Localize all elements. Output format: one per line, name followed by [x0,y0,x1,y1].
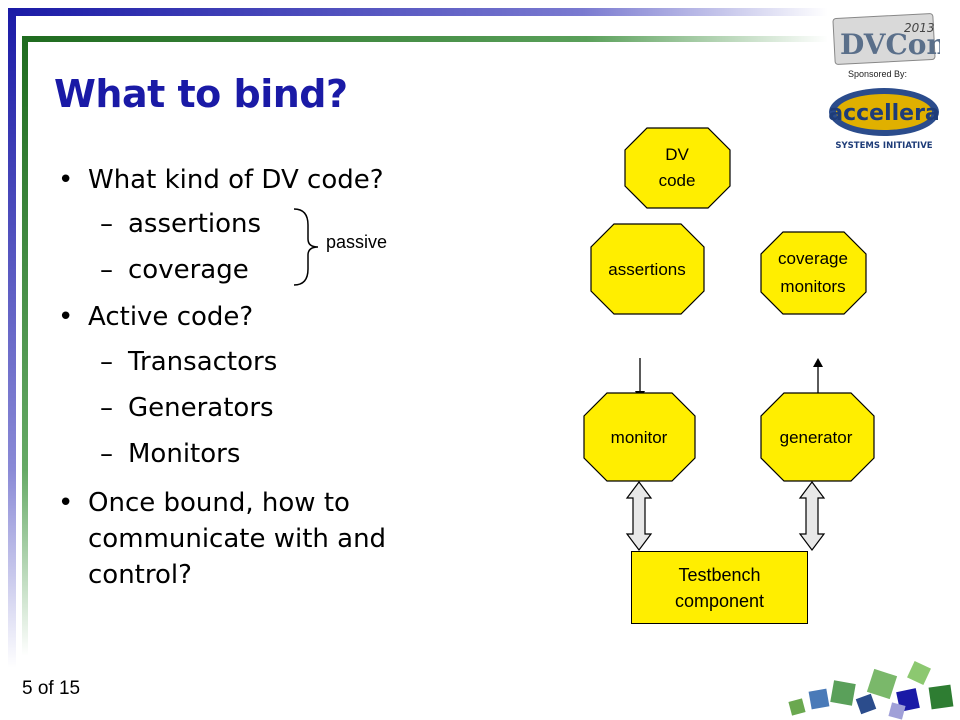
sub-bullet-monitors: – Monitors [100,438,241,470]
monitor-node [583,392,696,482]
sub-dash: – [100,347,113,377]
bullet-text-line3: control? [88,560,192,590]
bullet-active-code: • Active code? [58,301,254,333]
coverage-label-line2: monitors [780,277,845,296]
frame-left-green [22,36,28,656]
sub-bullet-assertions: – assertions [100,208,262,240]
testbench-label-line1: Testbench [678,565,761,585]
dv-code-label-line1: DV [665,145,689,164]
passive-label: passive [326,232,388,252]
accellera-tagline: SYSTEMS INITIATIVE [835,141,932,151]
coverage-label-line1: coverage [778,249,848,268]
monitor-testbench-double-arrow [625,481,653,551]
generator-label: generator [780,428,853,447]
decorative-squares [788,661,954,720]
dvcon-logo-text: DVCon [840,28,940,61]
bullet-communicate: • Once bound, how to communicate with an… [58,485,387,593]
frame-left-blue [8,8,16,668]
page-number: 5 of 15 [22,678,81,699]
sub-text: coverage [128,255,249,285]
dvcon-logo-graphic: DVCon 2013 [832,13,947,65]
generator-node [760,392,875,482]
accellera-logo: accellera SYSTEMS INITIATIVE [826,84,944,154]
bullet-dot: • [58,488,74,518]
sub-dash: – [100,439,113,469]
sub-dash: – [100,393,113,423]
frame-top-blue [8,8,828,16]
dvcon-year-text: 2013 [904,21,935,35]
bullet-text: What kind of DV code? [88,165,384,195]
sponsored-by-label: Sponsored By: [848,69,908,79]
sub-text: assertions [128,209,262,239]
slide-title: What to bind? [54,72,348,116]
dvcon-logo: DVCon 2013 [830,8,947,66]
accellera-logo-text: accellera [828,101,940,126]
bullet-text: Active code? [88,302,254,332]
sub-bullet-coverage: – coverage [100,254,249,286]
sub-text: Generators [128,393,274,423]
dv-code-label-line2: code [659,171,696,190]
sub-bullet-transactors: – Transactors [100,346,278,378]
frame-top-green [22,36,828,42]
accellera-logo-graphic: accellera SYSTEMS INITIATIVE [828,88,940,151]
sub-text: Transactors [128,347,278,377]
bullet-text-line2: communicate with and [88,524,387,554]
dv-code-node [624,127,731,209]
assertions-label: assertions [608,260,685,279]
bullet-text-line1: Once bound, how to [88,488,350,518]
bullet-dv-code: • What kind of DV code? [58,164,384,196]
assertions-node [590,223,705,315]
bullet-dot: • [58,302,74,332]
sub-bullet-generators: – Generators [100,392,274,424]
generator-testbench-double-arrow [798,481,826,551]
monitor-label: monitor [611,428,668,447]
testbench-label-line2: component [674,591,765,611]
testbench-component-node: Testbench component [631,551,808,624]
sub-dash: – [100,255,113,285]
bullet-dot: • [58,165,74,195]
sub-text: Monitors [128,439,241,469]
arrow-from-generator-head [813,358,823,367]
passive-brace [293,208,319,286]
coverage-monitors-node [760,231,867,315]
sub-dash: – [100,209,113,239]
